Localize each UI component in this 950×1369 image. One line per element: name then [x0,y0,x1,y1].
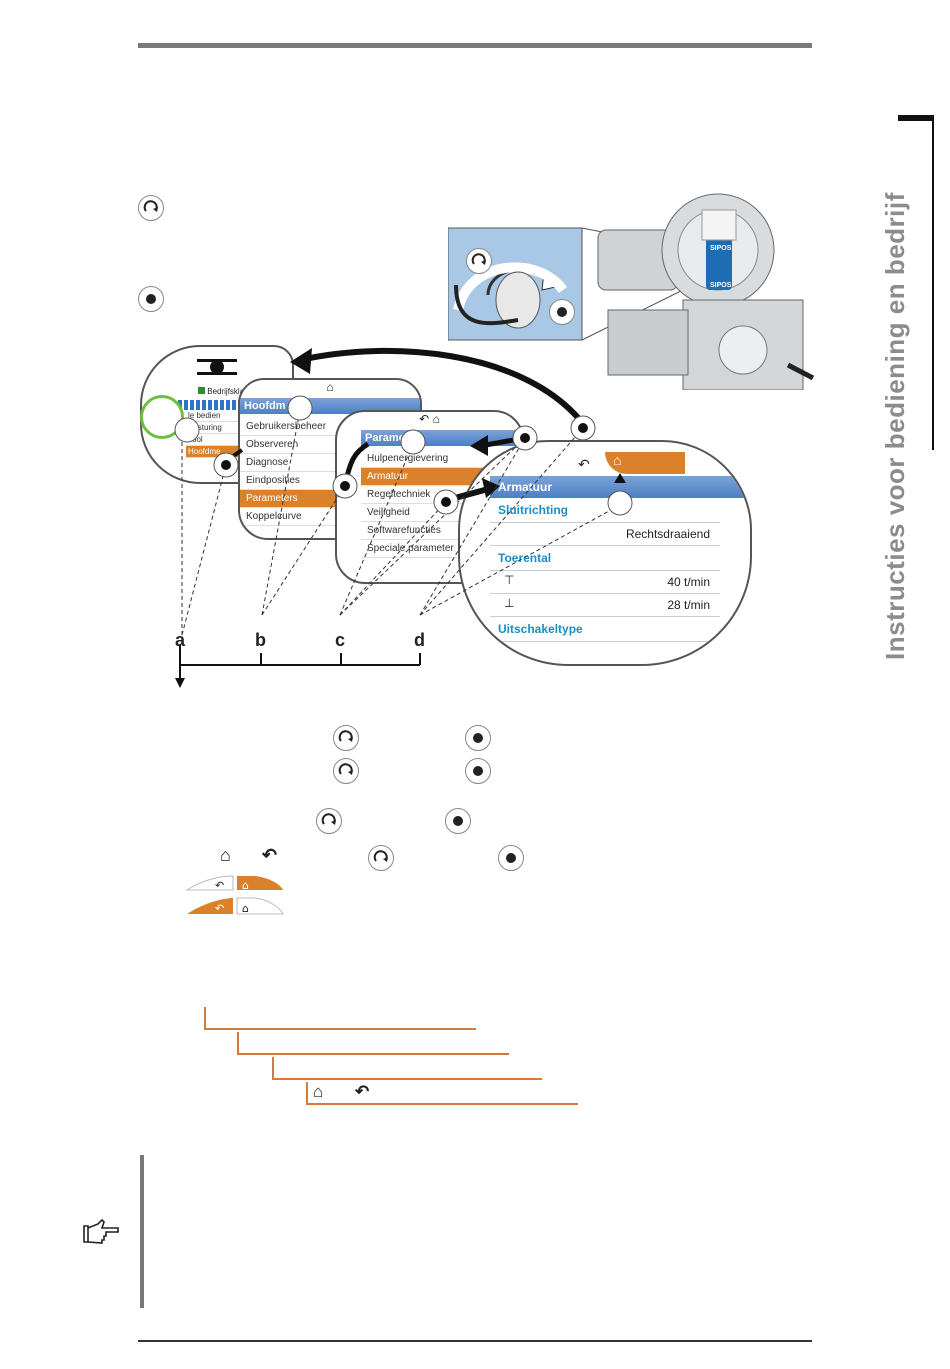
screen-a-checkbox-row: Bedrijfsklasse [142,387,292,396]
hierarchy-line [204,1028,476,1030]
bottom-rule [138,1340,812,1342]
turn-dial-icon [368,845,394,871]
home-icon: ⌂ [313,1082,324,1101]
home-icon: ⌂ [432,412,440,426]
screen-d-header: ↶ ⌂ [460,442,750,476]
speed-close-icon: ⊥ [504,596,515,610]
screen-b-item: Observeren [240,436,420,454]
param-heading: Uitschakeltype [490,617,720,642]
hierarchy-tick [237,1032,239,1054]
note-bar [140,1155,144,1308]
push-button-icon [465,758,491,784]
param-value: 40 t/min [667,575,710,589]
navigation-diagram [174,347,633,688]
home-icon: ⌂ [220,845,231,865]
axis-label-c: c [335,630,346,650]
hierarchy-line [237,1053,509,1055]
screen-b-item: Koppelcurve [240,508,420,526]
home-back-highlight-examples: ↶ ⌂ ↶ ⌂ [185,875,284,915]
param-value-row: ⊤ 40 t/min [490,571,720,594]
screen-b-item: Eindposities [240,472,420,490]
back-arrow-icon: ↶ [578,456,590,472]
back-arrow-icon: ↶ [419,412,430,426]
actuator-illustration [448,193,815,390]
param-value: Rechtsdraaiend [490,523,720,546]
device-brand-top: SIPOS [710,245,732,252]
home-icon: ⌂ [605,452,685,474]
axis-label-a: a [175,630,186,650]
screen-a-checkbox-label: Bedrijfsklasse [207,387,257,396]
home-icon: ⌂ [326,380,334,394]
screen-c-item: Veiligheid [361,504,522,522]
push-button-icon [465,725,491,751]
screen-a-progress [178,400,292,410]
hierarchy-tick [306,1082,308,1104]
screen-d: ↶ ⌂ Armatuur Sluitrichting Rechtsdraaien… [458,440,752,666]
home-icon: ⌂ [242,902,249,915]
top-rule [138,43,812,48]
back-arrow-icon: ↶ [215,879,224,892]
axis-label-d: d [414,630,425,650]
turn-dial-icon [466,248,492,274]
back-arrow-icon: ↶ [355,1082,370,1101]
turn-dial-icon [333,725,359,751]
screen-c-item: Speciale parameter [361,540,522,558]
screen-b-item: Diagnose [240,454,420,472]
back-arrow-icon: ↶ [262,845,278,865]
turn-dial-icon [333,758,359,784]
back-arrow-icon: ↶ [215,902,224,915]
home-icon: ⌂ [242,879,249,892]
axis-label-b: b [255,630,266,650]
screen-b-item: Gebruikersbeheer [240,418,420,436]
screen-d-title: Armatuur [490,476,750,498]
side-tab-marker [898,115,934,121]
hierarchy-tick [272,1057,274,1079]
checkbox-icon [198,387,205,394]
push-button-icon [549,299,575,325]
pointing-hand-icon [83,1218,119,1244]
push-button-icon [498,845,524,871]
screen-c-item: Hulpenergievering [361,450,522,468]
hierarchy-line [272,1078,542,1080]
speed-open-icon: ⊤ [504,573,515,587]
screen-a-symbol [142,347,292,387]
param-heading: Sluitrichting [490,498,720,523]
hierarchy-tick [204,1007,206,1029]
push-button-icon [138,286,164,312]
screen-c-item: Softwarefuncties [361,522,522,540]
param-value: 28 t/min [667,598,710,612]
side-tab-line [932,120,934,450]
push-button-icon [445,808,471,834]
turn-dial-icon [316,808,342,834]
hierarchy-line [306,1103,578,1105]
device-brand-bottom: SIPOS [710,282,732,289]
param-value-row: ⊥ 28 t/min [490,594,720,617]
turn-dial-icon [138,195,164,221]
